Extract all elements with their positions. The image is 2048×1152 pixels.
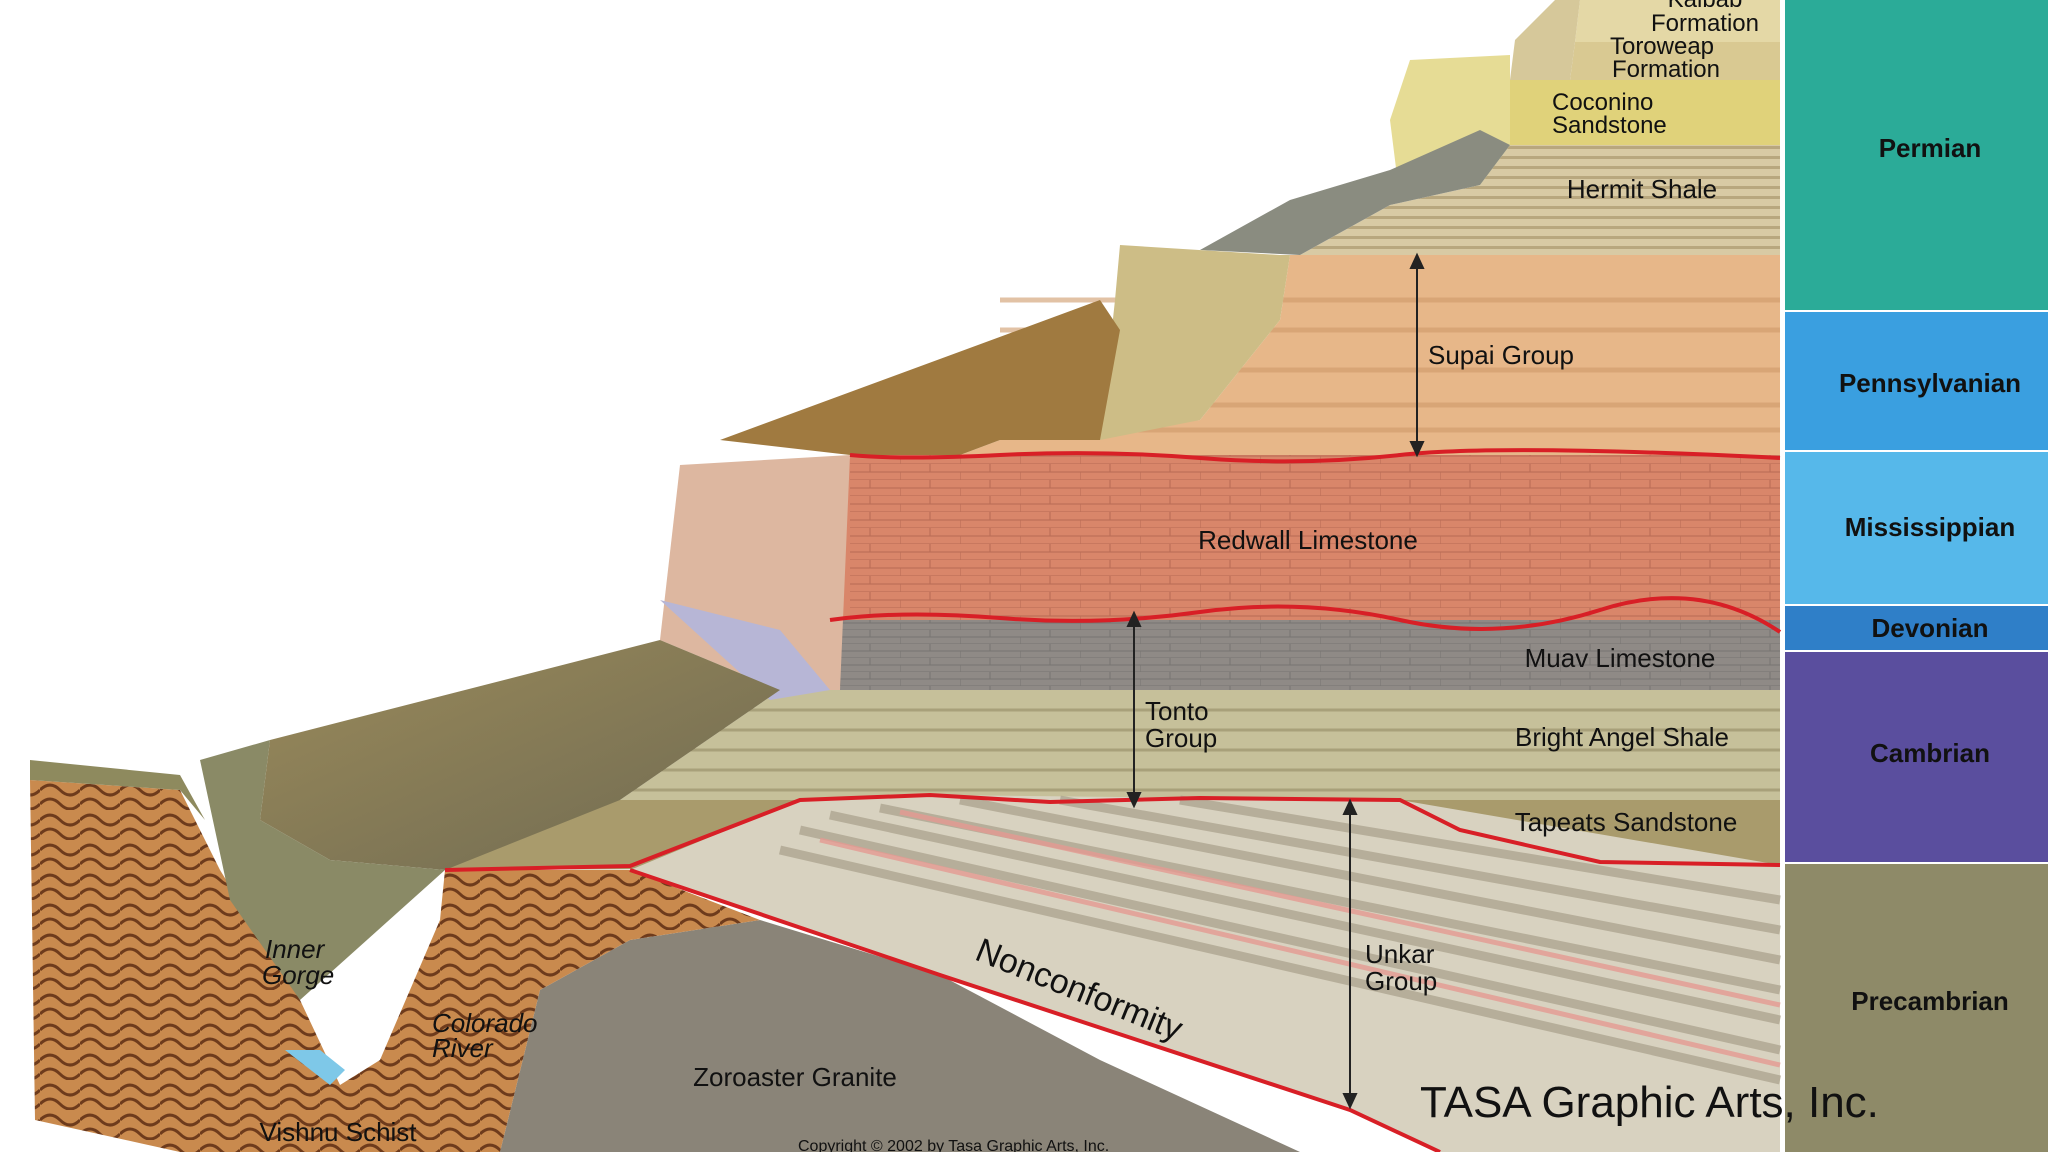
label-tonto-1: Tonto (1145, 696, 1209, 726)
period-label-devonian: Devonian (1871, 613, 1988, 643)
period-label-cambrian: Cambrian (1870, 738, 1990, 768)
label-muav-limestone: Muav Limestone (1525, 643, 1716, 673)
label-hermit-shale: Hermit Shale (1567, 174, 1717, 204)
label-inner-gorge-2: Gorge (262, 960, 334, 990)
label-toroweap-2: Formation (1612, 56, 1720, 83)
label-coconino-2: Sandstone (1552, 112, 1667, 139)
label-supai-group: Supai Group (1428, 340, 1574, 370)
label-redwall-limestone: Redwall Limestone (1198, 525, 1418, 555)
label-unkar-2: Group (1365, 966, 1437, 996)
label-tapeats-sandstone: Tapeats Sandstone (1515, 807, 1738, 837)
period-label-mississippian: Mississippian (1845, 512, 2016, 542)
label-colorado-2: River (432, 1033, 494, 1063)
label-zoroaster-granite: Zoroaster Granite (693, 1062, 897, 1092)
label-tonto-2: Group (1145, 723, 1217, 753)
period-column: Permian Pennsylvanian Mississippian Devo… (1785, 0, 2048, 1152)
period-label-pennsylvanian: Pennsylvanian (1839, 368, 2021, 398)
label-unkar-1: Unkar (1365, 939, 1435, 969)
label-vishnu-schist: Vishnu Schist (259, 1117, 417, 1147)
copyright-text: Copyright © 2002 by Tasa Graphic Arts, I… (798, 1138, 1109, 1152)
period-label-permian: Permian (1879, 133, 1982, 163)
label-bright-angel-shale: Bright Angel Shale (1515, 722, 1729, 752)
credit-text: TASA Graphic Arts, Inc. (1420, 1078, 1879, 1127)
period-label-precambrian: Precambrian (1851, 986, 2009, 1016)
